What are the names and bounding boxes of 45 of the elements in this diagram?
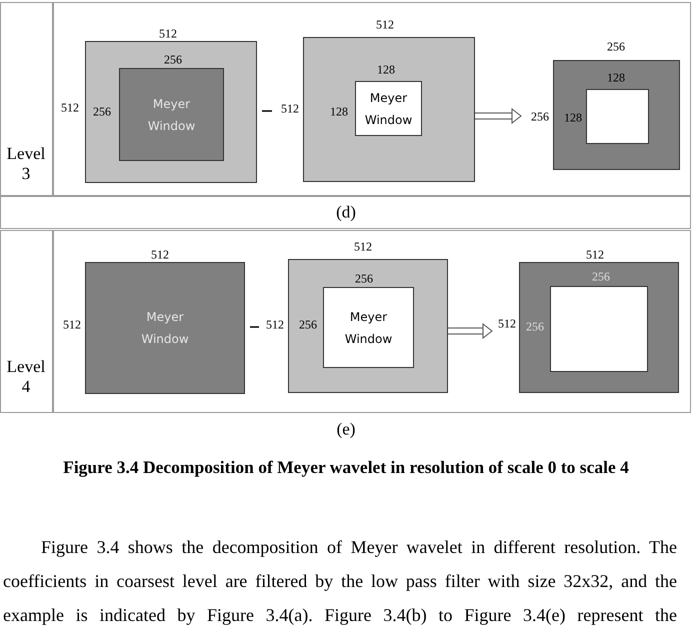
box-label: Meyer Window [141, 309, 189, 348]
meyer-window-square [85, 262, 245, 394]
dimension-label: 512 [159, 28, 177, 40]
figure-caption: Figure 3.4 Decomposition of Meyer wavelet in resolution of scale 0 to scale 4 [63, 457, 629, 477]
inner-square [586, 89, 649, 144]
row-label: Level 4 [6, 357, 46, 397]
inner-square [550, 286, 648, 372]
row-label: Level 3 [6, 144, 46, 184]
dimension-label: 512 [281, 102, 299, 116]
dimension-label: 512 [151, 248, 169, 262]
panel-label: (d) [336, 202, 356, 222]
dimension-label: 128 [330, 106, 348, 118]
outer-square [288, 259, 448, 393]
dimension-label: 256 [93, 106, 111, 118]
hollow-arrow [474, 108, 522, 124]
dimension-label: 128 [564, 112, 582, 124]
box-label: Meyer Window [364, 90, 412, 128]
meyer-window-square [355, 81, 422, 136]
outer-square [519, 262, 679, 393]
dimension-label: 256 [607, 40, 625, 54]
dimension-label: 128 [607, 72, 625, 84]
dimension-label: 512 [63, 318, 81, 332]
outer-square [553, 60, 680, 170]
meyer-window-square [119, 68, 224, 161]
dimension-label: 256 [164, 54, 182, 66]
panel-label: (e) [336, 420, 356, 438]
dimension-label: 128 [377, 64, 395, 76]
box-label: Meyer Window [344, 308, 392, 348]
dimension-label: 256 [355, 272, 373, 286]
dimension-label: 256 [592, 270, 610, 284]
meyer-window-square [323, 287, 414, 368]
dimension-label: 512 [376, 18, 394, 32]
dimension-label: 512 [61, 102, 79, 114]
dimension-label: 512 [354, 240, 372, 254]
box-label: Meyer Window [148, 96, 196, 134]
outer-square [303, 37, 475, 182]
dimension-label: 256 [526, 320, 544, 334]
hollow-arrow [448, 324, 492, 338]
body-paragraph: Figure 3.4 shows the decomposition of Meyer wavelet in different resolution. The coefficients in coarsest level are filtered by the low pass filter with size 32x32, and the example is indicated by Figure 3.4(a). Figure 3.4(b) to Figure 3.4(e) represent the [3, 536, 677, 627]
dimension-label: 256 [299, 318, 317, 332]
outer-square [85, 41, 257, 183]
dimension-label: 256 [531, 110, 549, 124]
dimension-label: 512 [498, 318, 516, 330]
dimension-label: 512 [266, 318, 284, 332]
dimension-label: 512 [586, 248, 604, 262]
